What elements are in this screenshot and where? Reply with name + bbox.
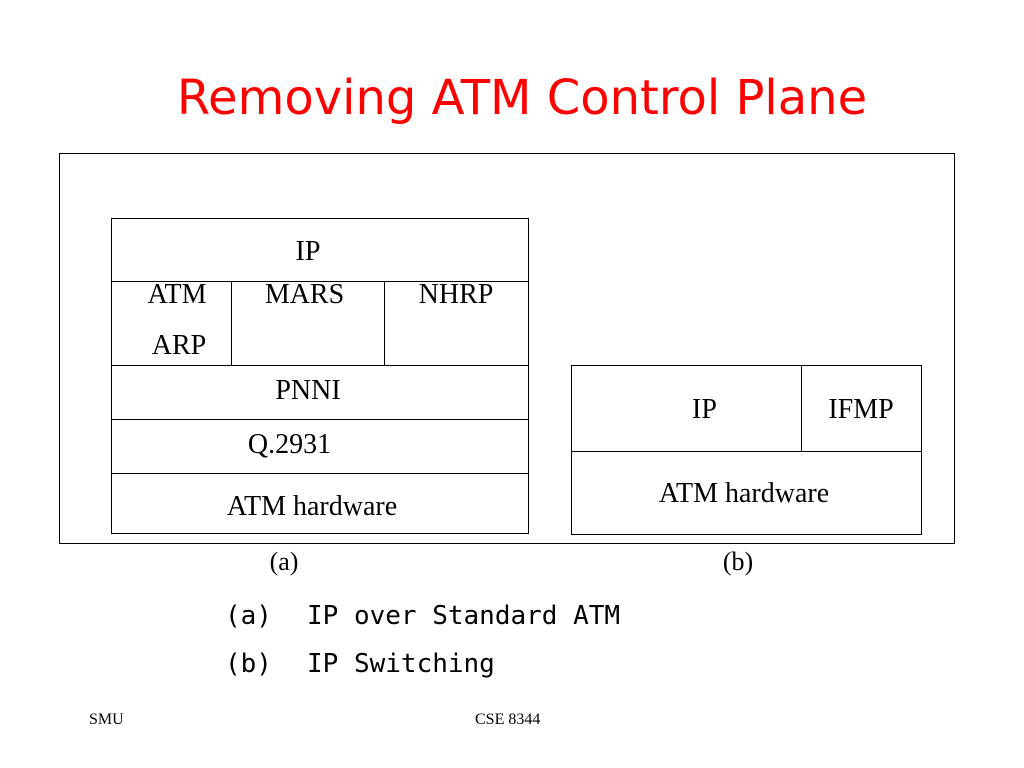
layer-atm-hardware: ATM hardware xyxy=(658,478,830,509)
diagram-frame xyxy=(59,153,955,544)
layer-atm-arp-line1: ATM xyxy=(147,279,207,310)
layer-ip: IP xyxy=(295,236,321,267)
layer-q2931: Q.2931 xyxy=(247,429,332,460)
legend-tag: (b) xyxy=(225,649,272,679)
stack-b: IP IFMP ATM hardware xyxy=(571,365,922,535)
footer-left: SMU xyxy=(89,711,124,728)
layer-nhrp: NHRP xyxy=(418,279,494,310)
legend-text: IP over Standard ATM xyxy=(307,601,621,631)
legend-item-a: (a) IP over Standard ATM xyxy=(225,600,620,632)
layer-atm-hardware: ATM hardware xyxy=(226,491,398,522)
slide-title: Removing ATM Control Plane xyxy=(176,70,868,126)
stack-a-divider-mars-nhrp xyxy=(384,281,385,365)
caption-a: (a) xyxy=(269,547,299,576)
stack-a-divider-arp-mars xyxy=(231,281,232,365)
stack-a-divider-pnni xyxy=(112,365,528,366)
stack-a: IP ATM ARP MARS NHRP PNNI Q.2931 ATM har… xyxy=(111,218,529,534)
legend-tag: (a) xyxy=(225,601,272,631)
legend-text: IP Switching xyxy=(307,649,495,679)
caption-b: (b) xyxy=(722,547,754,576)
layer-atm-arp-line2: ARP xyxy=(151,330,207,361)
stack-a-divider-ip xyxy=(112,281,528,282)
layer-ip: IP xyxy=(692,394,717,425)
layer-pnni: PNNI xyxy=(275,375,341,406)
legend-item-b: (b) IP Switching xyxy=(225,648,495,680)
stack-a-divider-q2931 xyxy=(112,419,528,420)
stack-b-divider-ip-ifmp xyxy=(801,366,802,451)
stack-b-divider-hardware xyxy=(572,451,921,452)
layer-ifmp: IFMP xyxy=(828,394,894,425)
footer-center: CSE 8344 xyxy=(475,711,541,728)
layer-mars: MARS xyxy=(264,279,345,310)
stack-a-divider-hardware xyxy=(112,473,528,474)
